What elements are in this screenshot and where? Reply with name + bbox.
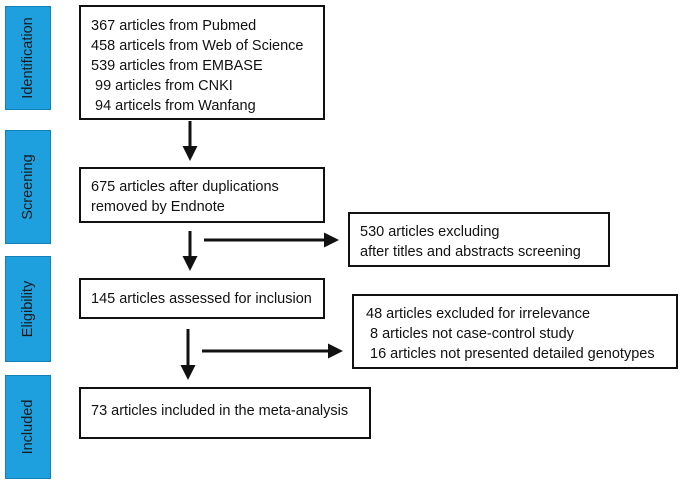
identification-line: 458 articels from Web of Science [91, 38, 304, 54]
included-line: 73 articles included in the meta-analysi… [91, 403, 349, 419]
eligibility-excluded-line: 48 articles excluded for irrelevance [366, 306, 591, 322]
included-box: 73 articles included in the meta-analysi… [79, 387, 371, 439]
identification-line: 367 articles from Pubmed [91, 18, 257, 34]
identification-line: 94 articels from Wanfang [91, 98, 256, 114]
stage-label-eligibility: Eligibility [5, 256, 51, 362]
screening-line: removed by Endnote [91, 199, 225, 215]
eligibility-box: 145 articles assessed for inclusion [79, 278, 325, 319]
identification-line: 99 articles from CNKI [91, 78, 233, 94]
stage-label-identification: Identification [5, 6, 51, 110]
screening-excluded-box: 530 articles excluding after titles and … [348, 212, 610, 267]
stage-label-included: Included [5, 375, 51, 479]
identification-box: 367 articles from Pubmed 458 articels fr… [79, 5, 325, 120]
eligibility-line: 145 articles assessed for inclusion [91, 291, 312, 307]
eligibility-excluded-line: 16 articles not presented detailed genot… [366, 346, 655, 362]
screening-excluded-line: after titles and abstracts screening [360, 244, 581, 260]
screening-box: 675 articles after duplications removed … [79, 167, 325, 223]
identification-line: 539 articles from EMBASE [91, 58, 263, 74]
stage-label-screening: Screening [5, 130, 51, 244]
eligibility-excluded-box: 48 articles excluded for irrelevance 8 a… [352, 294, 678, 369]
screening-line: 675 articles after duplications [91, 179, 279, 195]
eligibility-excluded-line: 8 articles not case-control study [366, 326, 574, 342]
screening-excluded-line: 530 articles excluding [360, 224, 500, 240]
